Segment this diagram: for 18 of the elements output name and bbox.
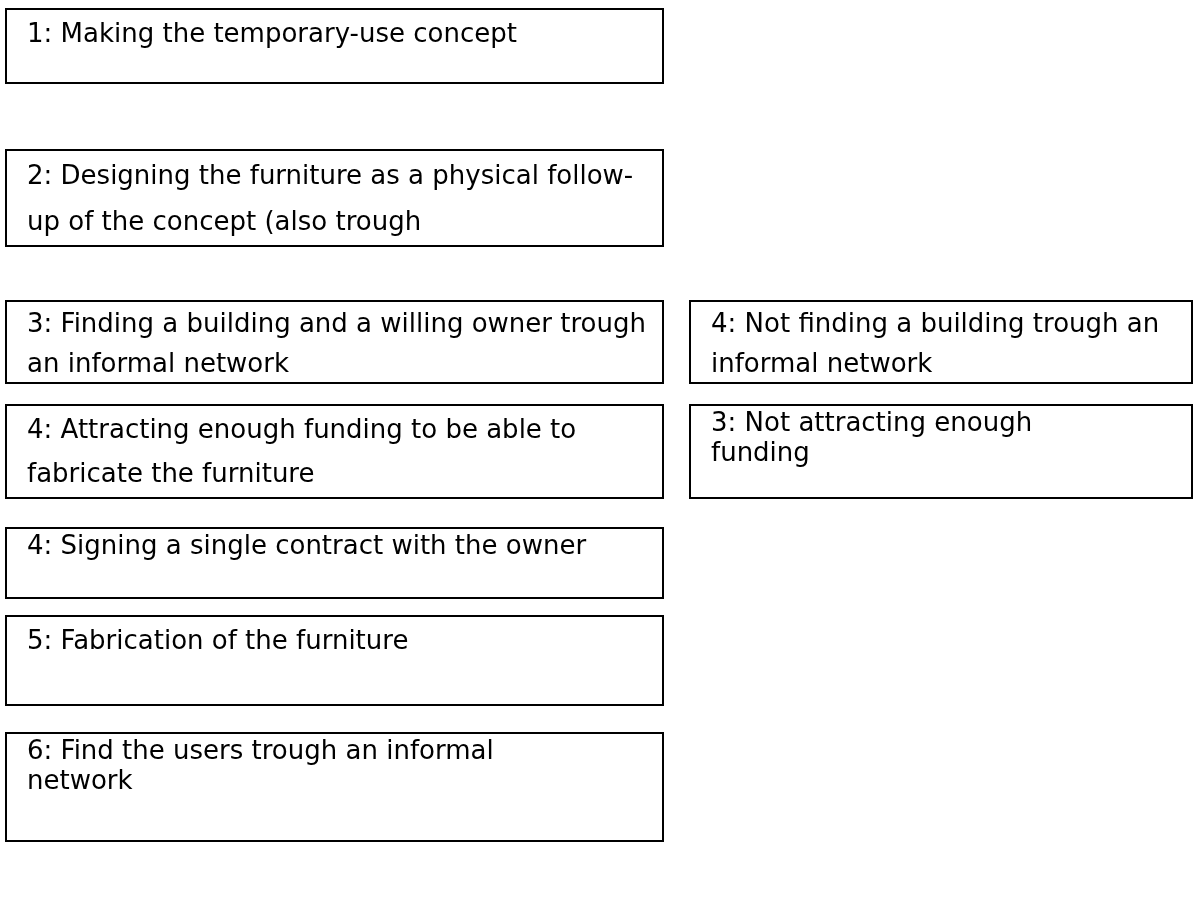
process-box <box>689 300 1193 384</box>
box-text: 4: Attracting enough funding to be able to fabricate the furniture <box>27 413 578 490</box>
box-text: 6: Find the users trough an informal network <box>27 735 495 795</box>
process-box <box>5 404 664 499</box>
box-text: 3: Finding a building and a willing owner trough an informal network <box>27 307 647 380</box>
box-text: 1: Making the temporary-use concept <box>27 17 518 50</box>
process-box <box>5 149 664 247</box>
box-text: 4: Signing a single contract with the owner <box>27 530 587 560</box>
process-box <box>5 8 664 84</box>
process-box <box>5 300 664 384</box>
box-text: 3: Not attracting enough funding <box>711 407 1034 467</box>
process-box <box>5 615 664 706</box>
process-box <box>5 732 664 842</box>
box-text: 4: Not finding a building trough an informal network <box>711 307 1161 380</box>
box-text: 2: Designing the furniture as a physical follow-up of the concept (also trough <box>27 159 635 238</box>
process-box <box>5 527 664 599</box>
process-box <box>689 404 1193 499</box>
box-text: 5: Fabrication of the furniture <box>27 624 410 657</box>
